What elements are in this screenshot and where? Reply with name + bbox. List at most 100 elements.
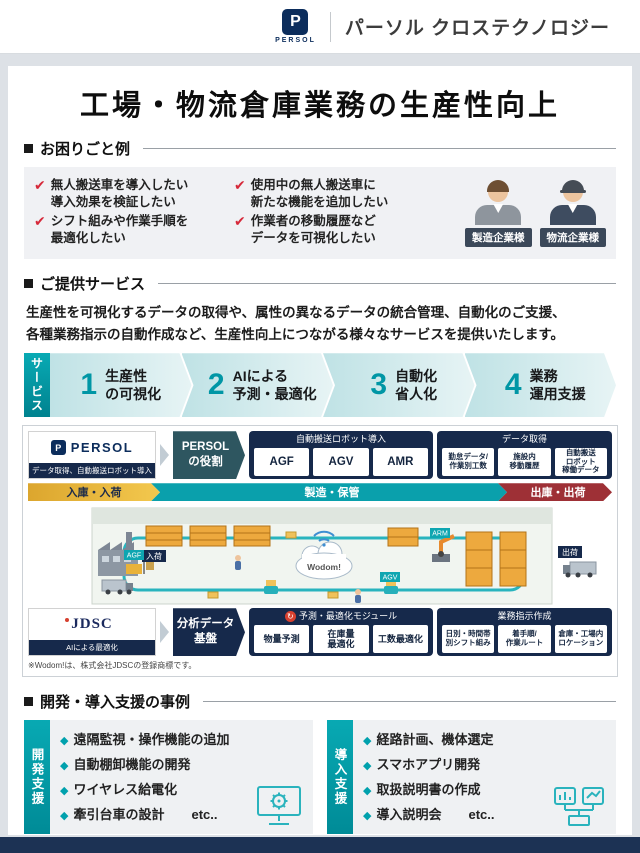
dev-support-list: ◆遠隔監視・操作機能の追加 ◆自動棚卸機能の開発 ◆ワイヤレス給電化 ◆牽引台車… xyxy=(50,720,313,834)
concern-text: 作業者の移動履歴など データを可視化したい xyxy=(250,214,376,245)
truck-icons xyxy=(101,561,597,595)
step-label: 生産性 の可視化 xyxy=(105,368,162,403)
diamond-icon: ◆ xyxy=(363,735,372,748)
worker-figures xyxy=(235,555,361,604)
section-rule xyxy=(143,148,616,149)
svg-text:ARM: ARM xyxy=(432,531,448,538)
tasks-boxes: 日別・時間帯 別シフト組み 着手順/ 作業ルート 倉庫・工場内 ロケーション xyxy=(442,624,607,654)
tasks-group: 業務指示作成 日別・時間帯 別シフト組み 着手順/ 作業ルート 倉庫・工場内 ロ… xyxy=(437,608,612,657)
persona-manufacturing: 製造企業様 xyxy=(465,179,532,247)
predict-box: 在庫量 最適化 xyxy=(313,625,369,654)
step-label: AIによる 予測・最適化 xyxy=(232,368,317,403)
list-item: ◆遠隔監視・操作機能の追加 xyxy=(60,728,305,753)
step-number: 1 xyxy=(80,368,98,402)
flow-middle-arrow: 製造・保管 xyxy=(151,483,507,501)
concern-item: ✔ 無人搬送車を導入したい 導入効果を検証したい xyxy=(34,177,234,213)
concern-text: 使用中の無人搬送車に 新たな機能を追加したい xyxy=(250,178,389,209)
predict-title-text: 予測・最適化モジュール xyxy=(298,611,398,622)
persol-mini-word: PERSOL xyxy=(70,440,134,456)
process-flow: 入庫・入荷 製造・保管 出庫・出荷 xyxy=(28,483,612,501)
dev-support-tab: 開発支援 xyxy=(24,720,50,835)
concern-item: ✔ 作業者の移動履歴など データを可視化したい xyxy=(234,213,446,249)
persol-logo-word: PERSOL xyxy=(275,37,316,44)
flow-inbound-arrow: 入庫・入荷 xyxy=(28,483,160,501)
services-description-line2: 各種業務指示の自動作成など、生産性向上につながる様々なサービスを提供いたします。 xyxy=(26,326,564,342)
jdsc-box: JDSC AIによる最適化 xyxy=(28,608,156,657)
concern-item: ✔ 使用中の無人搬送車に 新たな機能を追加したい xyxy=(234,177,446,213)
outbound-tag: 出荷 xyxy=(558,546,582,559)
robot-box: AGV xyxy=(313,447,369,477)
persona-label: 物流企業様 xyxy=(539,228,606,247)
data-group-title: データ取得 xyxy=(501,434,547,445)
etc-text: etc.. xyxy=(468,807,495,823)
service-band: サービス 1 生産性 の可視化 2 AIによる 予測・最適化 3 自動化 省人化… xyxy=(24,353,617,418)
refresh-icon: ↻ xyxy=(284,611,296,623)
task-box: 倉庫・工場内 ロケーション xyxy=(554,624,607,654)
footer-bar xyxy=(0,837,640,853)
intro-support-tab: 導入支援 xyxy=(327,720,353,835)
predict-box: 工数最適化 xyxy=(372,625,428,654)
service-step-1: 1 生産性 の可視化 xyxy=(50,353,192,417)
diamond-icon: ◆ xyxy=(60,785,69,798)
task-box: 着手順/ 作業ルート xyxy=(498,624,551,654)
jdsc-logo-word: JDSC xyxy=(65,616,113,633)
diamond-icon: ◆ xyxy=(363,760,372,773)
concerns-panel: ✔ 無人搬送車を導入したい 導入効果を検証したい ✔ 使用中の無人搬送車に 新た… xyxy=(24,167,616,259)
concern-list: ✔ 無人搬送車を導入したい 導入効果を検証したい ✔ 使用中の無人搬送車に 新た… xyxy=(34,177,465,249)
section-rule xyxy=(203,701,616,703)
step-label: 自動化 省人化 xyxy=(395,368,438,403)
trademark-note: ※Wodom!は、株式会社JDSCの登録商標です。 xyxy=(28,661,197,671)
section-concerns-heading: お困りごと例 xyxy=(24,138,616,159)
service-band-tab: サービス xyxy=(24,353,50,418)
svg-text:AGF: AGF xyxy=(127,553,141,560)
jdsc-role-row: JDSC AIによる最適化 分析データ 基盤 ↻ 予測・最適化モジュール 物量予… xyxy=(28,608,612,657)
agv-badge: AGV xyxy=(380,572,400,583)
list-item: ◆ スマホアプリ開発 xyxy=(363,753,608,778)
service-step-3: 3 自動化 省人化 xyxy=(323,353,475,417)
check-icon: ✔ xyxy=(34,177,46,193)
concern-item: ✔ シフト組みや作業手順を 最適化したい xyxy=(34,213,234,249)
item-text: スマホアプリ開発 xyxy=(376,757,481,773)
section-rule xyxy=(158,283,616,284)
chevron-right-icon xyxy=(160,444,169,467)
monitor-gear-icon xyxy=(257,786,301,826)
inbound-tag: 入荷 xyxy=(142,550,166,563)
item-text: 牽引台車の設計 xyxy=(73,807,165,823)
header: P PERSOL パーソル クロステクノロジー xyxy=(0,0,640,54)
list-item: ◆経路計画、機体選定 xyxy=(363,728,608,753)
chevron-right-icon xyxy=(160,621,169,644)
diamond-icon: ◆ xyxy=(363,810,372,823)
services-description-line1: 生産性を可視化するデータの取得や、属性の異なるデータの統合管理、自動化のご支援、 xyxy=(26,305,566,320)
rack-icons xyxy=(145,525,527,587)
jdsc-role-label: 分析データ 基盤 xyxy=(173,608,245,656)
cloud-icon: Wodom! xyxy=(295,541,353,580)
diamond-icon: ◆ xyxy=(60,735,69,748)
data-boxes: 勤怠データ/ 作業別工数 施設内 移動履歴 自動搬送 ロボット 稼働データ xyxy=(442,447,607,477)
section-square-icon xyxy=(24,279,33,288)
services-description: 生産性を可視化するデータの取得や、属性の異なるデータの統合管理、自動化のご支援、… xyxy=(26,302,614,345)
persol-role-row: P PERSOL データ取得、自動搬送ロボット導入 PERSOL の役割 自動搬… xyxy=(28,431,612,480)
check-icon: ✔ xyxy=(34,213,46,229)
section-cases-heading: 開発・導入支援の事例 xyxy=(24,691,616,712)
arm-badge: ARM xyxy=(430,528,450,539)
predict-box: 物量予測 xyxy=(254,625,310,654)
worker-icon xyxy=(545,179,601,225)
robots-group-title: 自動搬送ロボット導入 xyxy=(295,434,386,445)
persona-logistics: 物流企業様 xyxy=(539,179,606,247)
concern-text: 無人搬送車を導入したい 導入効果を検証したい xyxy=(50,178,189,209)
step-number: 4 xyxy=(504,368,522,402)
section-square-icon xyxy=(24,697,33,707)
svg-text:AGV: AGV xyxy=(383,575,398,582)
persol-box-caption: データ取得、自動搬送ロボット導入 xyxy=(29,463,155,479)
section-title: 開発・導入支援の事例 xyxy=(40,694,191,712)
data-box: 勤怠データ/ 作業別工数 xyxy=(442,447,495,477)
section-title: お困りごと例 xyxy=(40,141,131,158)
robot-box: AGF xyxy=(254,447,310,477)
list-item: ◆ワイヤレス給電化 xyxy=(60,778,305,803)
personas: 製造企業様 物流企業様 xyxy=(465,177,606,249)
service-step-4: 4 業務 運用支援 xyxy=(465,353,617,417)
